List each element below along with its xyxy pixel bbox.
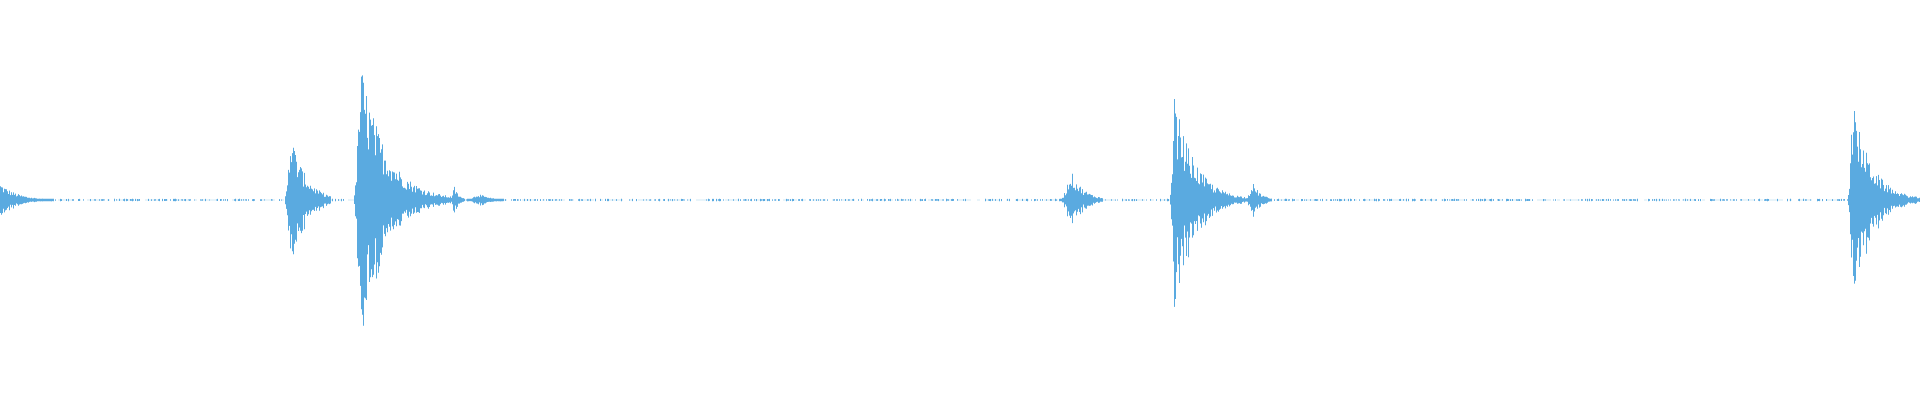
waveform-samples <box>0 75 1920 326</box>
